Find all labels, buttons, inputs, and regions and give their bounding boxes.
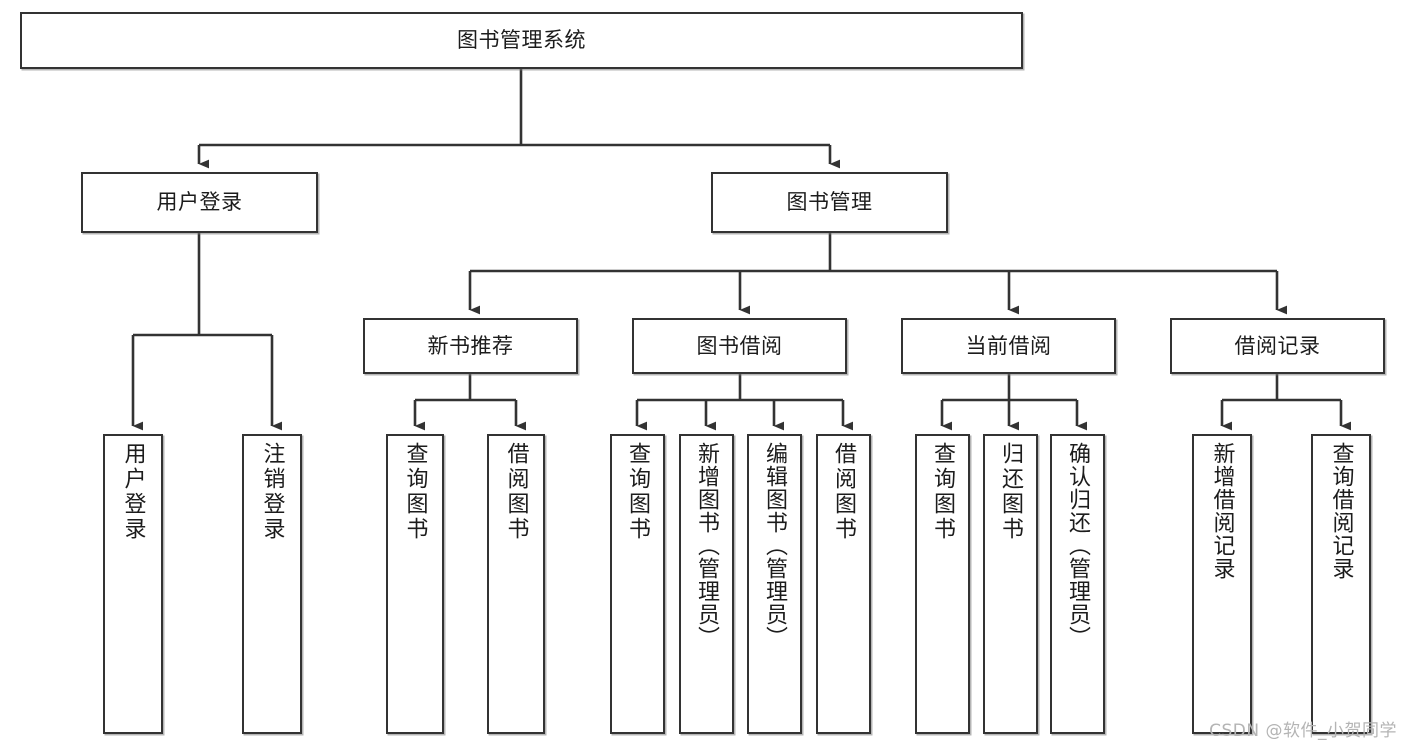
- node-label: 查询图书: [402, 442, 428, 542]
- node-leaf-return-book[interactable]: 归还图书: [983, 434, 1038, 734]
- node-leaf-borrow-book-recommend[interactable]: 借阅图书: [487, 434, 545, 734]
- node-current-borrow[interactable]: 当前借阅: [901, 318, 1116, 374]
- node-label: 查询借阅记录: [1328, 442, 1354, 580]
- node-book-manage[interactable]: 图书管理: [711, 172, 948, 233]
- node-leaf-query-book-current[interactable]: 查询图书: [915, 434, 970, 734]
- node-label: 查询图书: [930, 442, 956, 542]
- node-leaf-add-borrow-record[interactable]: 新增借阅记录: [1192, 434, 1252, 734]
- node-leaf-query-borrow-record[interactable]: 查询借阅记录: [1311, 434, 1371, 734]
- csdn-watermark: CSDN @软件_小贺同学: [1209, 721, 1397, 741]
- node-label: 新增借阅记录: [1209, 442, 1235, 580]
- node-label: 编辑图书（管理员）: [762, 442, 788, 649]
- node-label: 图书借阅: [696, 333, 783, 358]
- node-label: 借阅图书: [831, 442, 857, 542]
- node-leaf-confirm-return-admin[interactable]: 确认归还（管理员）: [1050, 434, 1105, 734]
- node-leaf-user-logout[interactable]: 注销登录: [242, 434, 302, 734]
- node-label: 注销登录: [259, 442, 285, 542]
- node-label: 查询图书: [625, 442, 651, 542]
- node-label: 用户登录: [156, 190, 243, 215]
- node-label: 确认归还（管理员）: [1065, 442, 1091, 649]
- node-label: 借阅图书: [503, 442, 529, 542]
- node-new-book-recommend[interactable]: 新书推荐: [363, 318, 578, 374]
- node-label: 当前借阅: [965, 333, 1052, 358]
- node-label: 归还图书: [998, 442, 1024, 542]
- node-label: 图书管理系统: [457, 28, 586, 53]
- node-leaf-query-book-borrow[interactable]: 查询图书: [610, 434, 665, 734]
- node-leaf-query-book-recommend[interactable]: 查询图书: [386, 434, 444, 734]
- node-leaf-add-book-admin[interactable]: 新增图书（管理员）: [679, 434, 734, 734]
- node-label: 用户登录: [120, 442, 146, 542]
- node-label: 图书管理: [786, 190, 873, 215]
- node-label: 借阅记录: [1234, 333, 1321, 358]
- node-leaf-user-login[interactable]: 用户登录: [103, 434, 163, 734]
- node-leaf-edit-book-admin[interactable]: 编辑图书（管理员）: [747, 434, 802, 734]
- node-label: 新书推荐: [427, 333, 514, 358]
- node-book-borrow[interactable]: 图书借阅: [632, 318, 847, 374]
- node-root-book-management-system[interactable]: 图书管理系统: [20, 12, 1023, 69]
- node-user-login[interactable]: 用户登录: [81, 172, 318, 233]
- node-leaf-borrow-book[interactable]: 借阅图书: [816, 434, 871, 734]
- node-label: 新增图书（管理员）: [694, 442, 720, 649]
- node-borrow-record[interactable]: 借阅记录: [1170, 318, 1385, 374]
